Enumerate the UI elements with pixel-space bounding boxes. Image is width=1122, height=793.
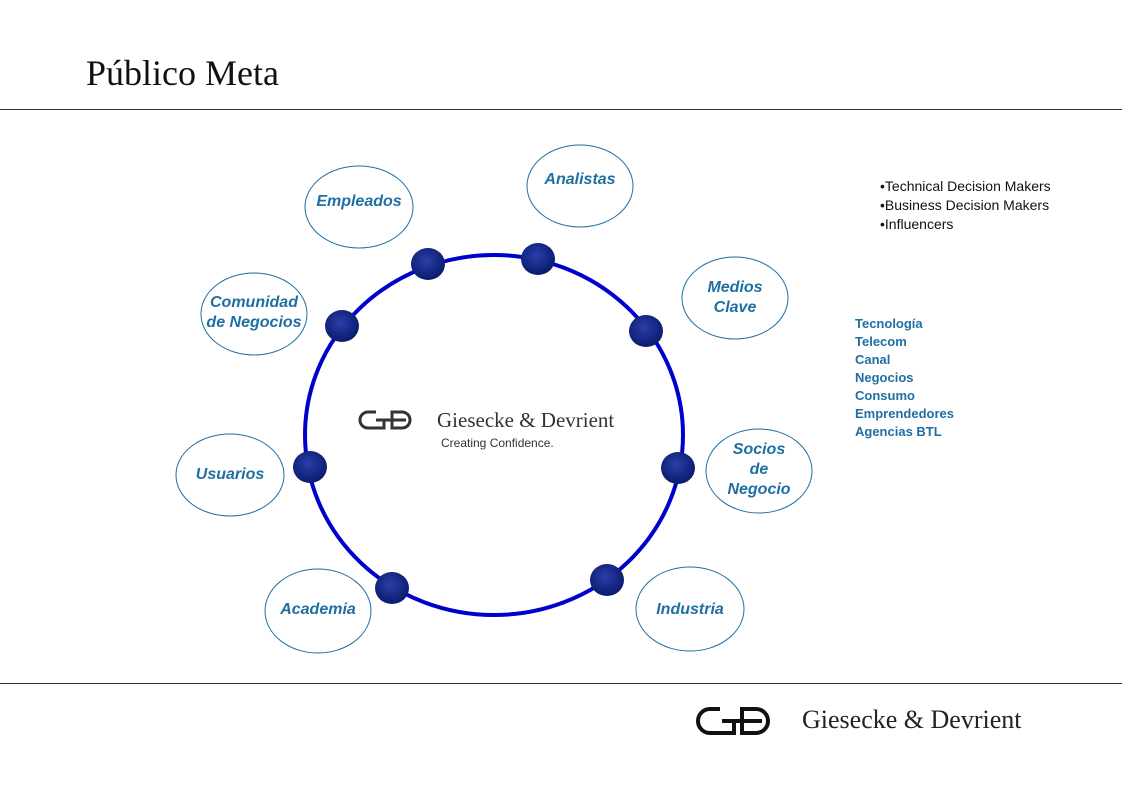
list-item: •Influencers — [880, 216, 954, 232]
list-item: Consumo — [855, 388, 915, 403]
footer-brand-name: Giesecke & Devrient — [802, 705, 1022, 734]
page-title: Público Meta — [86, 53, 279, 93]
ellipse-industria — [635, 566, 745, 652]
footer-divider — [0, 683, 1122, 684]
center-brand-name: Giesecke & Devrient — [437, 408, 615, 432]
ring-connector-dot — [661, 452, 695, 484]
audience-usuarios: Usuarios — [195, 466, 265, 483]
ellipse-comunidad — [200, 272, 308, 356]
gd-logo-icon — [696, 707, 770, 735]
ring-connector-dot — [629, 315, 663, 347]
audience-academia: Academia — [280, 601, 356, 618]
audience-empleados: Empleados — [316, 193, 402, 210]
title-divider — [0, 109, 1122, 110]
ring-connector-dot — [325, 310, 359, 342]
ring-connector-dot — [590, 564, 624, 596]
list-item: Negocios — [855, 370, 914, 385]
sectors-list: Tecnología Telecom Canal Negocios Consum… — [855, 315, 954, 441]
audience-industria: Industria — [656, 601, 724, 618]
ellipse-socios — [705, 428, 813, 514]
list-item: Canal — [855, 352, 891, 367]
ellipse-empleados — [304, 165, 414, 249]
list-item: •Business Decision Makers — [880, 197, 1050, 213]
ring-connector-dot — [411, 248, 445, 280]
ellipse-medios — [681, 256, 789, 340]
ring-connector-dot — [375, 572, 409, 604]
ring-connector-dot — [521, 243, 555, 275]
list-item: Telecom — [855, 334, 907, 349]
list-item: Tecnología — [855, 316, 923, 331]
list-item: •Technical Decision Makers — [880, 178, 1051, 194]
ellipse-academia — [264, 568, 372, 654]
gd-logo-icon — [358, 410, 412, 430]
decision-makers-list: •Technical Decision Makers •Business Dec… — [880, 177, 1051, 234]
audience-socios-negocio: Socios de Negocio — [727, 441, 791, 498]
ellipse-analistas — [526, 144, 634, 228]
ellipse-usuarios — [175, 433, 285, 517]
ring-connector-dot — [293, 451, 327, 483]
audience-ring — [303, 253, 685, 617]
audience-comunidad-negocios: Comunidad de Negocios — [206, 294, 302, 331]
center-tagline: Creating Confidence. — [441, 436, 554, 450]
audience-medios-clave: Medios Clave — [707, 279, 763, 316]
audience-analistas: Analistas — [544, 171, 616, 188]
list-item: Agencias BTL — [855, 424, 942, 439]
list-item: Emprendedores — [855, 406, 954, 421]
